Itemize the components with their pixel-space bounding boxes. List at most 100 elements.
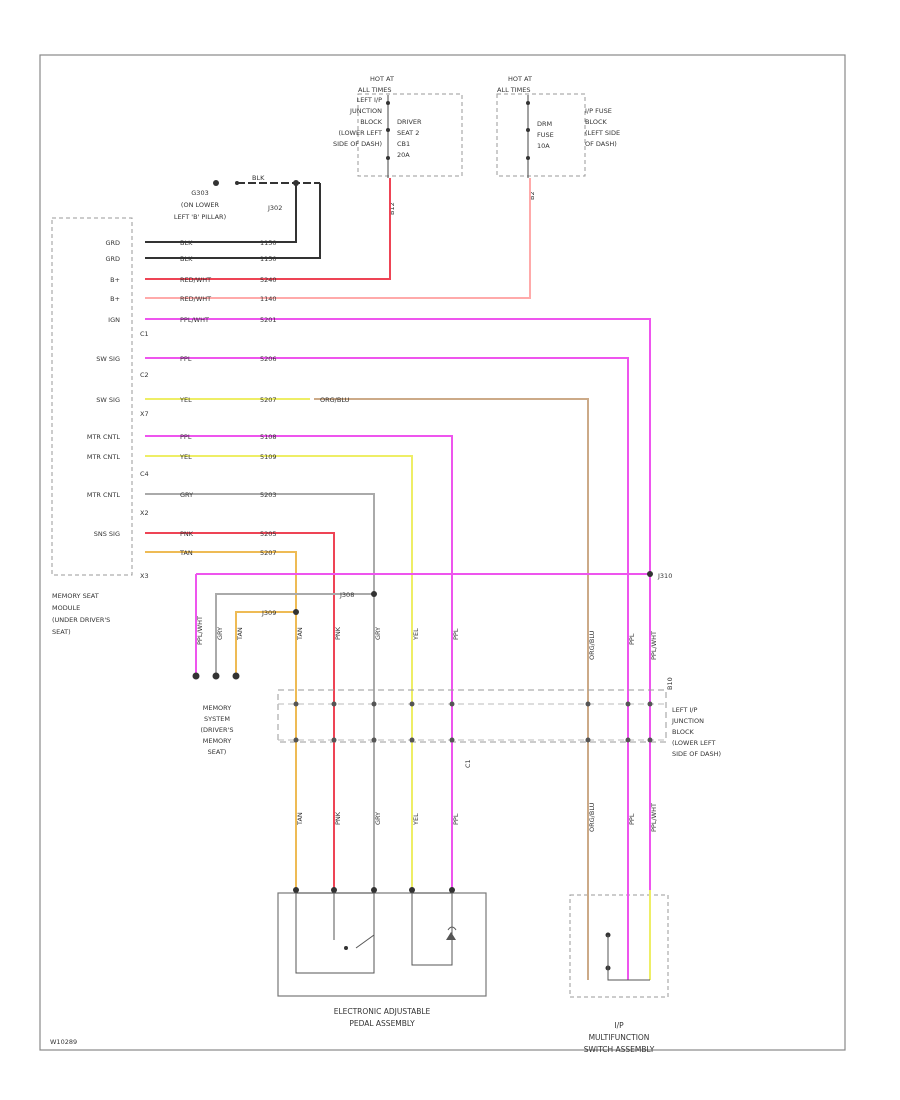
pedal-wire-label: GRY bbox=[374, 812, 382, 825]
junction-name-line: (LOWER LEFT bbox=[672, 739, 716, 747]
splice-j308: J308 bbox=[339, 591, 354, 599]
switch-name-line: SWITCH ASSEMBLY bbox=[584, 1045, 655, 1054]
splice-j302: J302 bbox=[267, 204, 282, 212]
switch-wire-label: PPL bbox=[628, 633, 636, 645]
pedal-wire-label: PPL bbox=[452, 628, 460, 640]
pedal-wire-label: PPL bbox=[452, 813, 460, 825]
fuse2-rating-line: FUSE bbox=[537, 131, 554, 139]
module-pin-label: IGN bbox=[108, 316, 120, 324]
wire-color: PNK bbox=[180, 530, 194, 538]
switch-wire-label: PPL/WHT bbox=[650, 631, 658, 660]
memory-seat-module: GRD GRD B+ B+ IGN SW SIG SW SIG MTR CNTL… bbox=[51, 217, 149, 636]
ground-location-line: LEFT 'B' PILLAR) bbox=[174, 213, 226, 221]
pedal-assembly: ELECTRONIC ADJUSTABLE PEDAL ASSEMBLY bbox=[277, 887, 487, 1028]
module-pin-label: B+ bbox=[110, 276, 120, 284]
module-pin-label: GRD bbox=[105, 239, 120, 247]
switch-name-line: MULTIFUNCTION bbox=[589, 1033, 650, 1042]
wire-circuit: 5203 bbox=[260, 491, 277, 499]
fuse2-location-line: I/P FUSE bbox=[585, 107, 612, 115]
fuse1-location-line: LEFT I/P bbox=[357, 96, 382, 104]
wire-circuit: 1140 bbox=[260, 295, 277, 303]
module-connector: C1 bbox=[140, 330, 149, 338]
pedal-name-line: ELECTRONIC ADJUSTABLE bbox=[334, 1007, 431, 1016]
module-connector: X2 bbox=[140, 509, 149, 517]
fuse-block-2: HOT AT ALL TIMES DRM FUSE 10A I/P FUSE B… bbox=[496, 75, 620, 200]
module-name-line: MODULE bbox=[52, 604, 80, 612]
switch-wire-label: PPL/WHT bbox=[650, 803, 658, 832]
switch-wire-label: ORG/BLU bbox=[588, 802, 596, 832]
memory-name-line: MEMORY bbox=[203, 704, 232, 712]
wire-color: GRY bbox=[180, 491, 193, 499]
lower-wire-labels: TAN PNK GRY YEL PPL TAN PNK GRY YEL PPL … bbox=[296, 626, 658, 832]
junction-name-line: JUNCTION bbox=[671, 717, 704, 725]
module-name-line: (UNDER DRIVER'S bbox=[52, 616, 110, 624]
junction-connector-id-2: C1 bbox=[464, 759, 472, 768]
memory-wire-label: TAN bbox=[236, 627, 244, 641]
pedal-wire-label: TAN bbox=[296, 627, 304, 641]
wire-circuit: 5108 bbox=[260, 433, 277, 441]
wire-color: PPL bbox=[180, 355, 192, 363]
pedal-name-line: PEDAL ASSEMBLY bbox=[349, 1019, 415, 1028]
pedal-wire-label: YEL bbox=[412, 628, 420, 641]
fuse1-hot-label: HOT AT bbox=[370, 75, 394, 83]
fuse1-location-line: BLOCK bbox=[360, 118, 383, 126]
wire-color: RED/WHT bbox=[180, 276, 211, 284]
fuse1-rating-line: DRIVER bbox=[397, 118, 422, 126]
wire-circuit: 5201 bbox=[260, 316, 277, 324]
wire-labels: BLK 1150 BLK 1150 RED/WHT 5240 RED/WHT 1… bbox=[179, 239, 672, 617]
splice-j310: J310 bbox=[657, 572, 672, 580]
ground-splice: BLK G303 (ON LOWER LEFT 'B' PILLAR) J302 bbox=[174, 174, 320, 221]
module-connector: C2 bbox=[140, 371, 149, 379]
wire-circuit: 5240 bbox=[260, 276, 277, 284]
wire-circuit: 5109 bbox=[260, 453, 277, 461]
memory-system: PPL/WHT GRY TAN MEMORY SYSTEM (DRIVER'S … bbox=[196, 616, 244, 756]
junction-terminals bbox=[293, 701, 653, 743]
fuse1-rating-line: SEAT 2 bbox=[397, 129, 419, 137]
wire-color: PPL bbox=[180, 433, 192, 441]
memory-wire-label: GRY bbox=[216, 627, 224, 640]
fuse2-hot-label: HOT AT bbox=[508, 75, 532, 83]
fuse2-location-line: OF DASH) bbox=[585, 140, 617, 148]
wire-color: YEL bbox=[179, 396, 192, 404]
module-pin-label: MTR CNTL bbox=[87, 491, 121, 499]
wire-color: PPL/WHT bbox=[180, 316, 209, 324]
module-connector: X7 bbox=[140, 410, 149, 418]
switch-wire-label: PPL bbox=[628, 813, 636, 825]
wire-color: BLK bbox=[180, 239, 193, 247]
pedal-wire-label: YEL bbox=[412, 813, 420, 826]
wire-color: TAN bbox=[179, 549, 193, 557]
wire-circuit: 1150 bbox=[260, 255, 277, 263]
module-pin-label: SNS SIG bbox=[94, 530, 120, 538]
fuse2-wire-id: B2 bbox=[528, 191, 536, 200]
ground-location-line: (ON LOWER bbox=[181, 201, 220, 209]
fuse1-location-line: JUNCTION bbox=[349, 107, 382, 115]
splice-j309: J309 bbox=[261, 609, 276, 617]
fuse1-wire-id: B12 bbox=[388, 202, 396, 215]
junction-name-line: BLOCK bbox=[672, 728, 695, 736]
fuse1-rating-line: CB1 bbox=[397, 140, 410, 148]
module-pin-label: SW SIG bbox=[96, 396, 120, 404]
tan-branch-label: ORG/BLU bbox=[320, 396, 350, 404]
module-name-line: SEAT) bbox=[52, 628, 71, 636]
wire-circuit: 1150 bbox=[260, 239, 277, 247]
memory-name-line: (DRIVER'S bbox=[201, 726, 234, 734]
wire-runs bbox=[145, 178, 653, 890]
junction-name-line: SIDE OF DASH) bbox=[672, 750, 721, 758]
pedal-wire-label: GRY bbox=[374, 627, 382, 640]
switch-assembly: I/P MULTIFUNCTION SWITCH ASSEMBLY bbox=[569, 890, 669, 1054]
switch-name-line: I/P bbox=[614, 1021, 624, 1030]
memory-name-line: MEMORY bbox=[203, 737, 232, 745]
module-pin-label: MTR CNTL bbox=[87, 453, 121, 461]
fuse1-location-line: SIDE OF DASH) bbox=[333, 140, 382, 148]
footer-code: W10289 bbox=[50, 1038, 77, 1046]
wire-circuit: 5205 bbox=[260, 530, 277, 538]
module-pin-label: SW SIG bbox=[96, 355, 120, 363]
wire-color: YEL bbox=[179, 453, 192, 461]
memory-name-line: SYSTEM bbox=[204, 715, 230, 723]
diagram-frame bbox=[39, 54, 846, 1051]
wire-circuit: 5206 bbox=[260, 355, 277, 363]
module-pin-label: MTR CNTL bbox=[87, 433, 121, 441]
module-connector: X3 bbox=[140, 572, 149, 580]
module-name-line: MEMORY SEAT bbox=[52, 592, 99, 600]
